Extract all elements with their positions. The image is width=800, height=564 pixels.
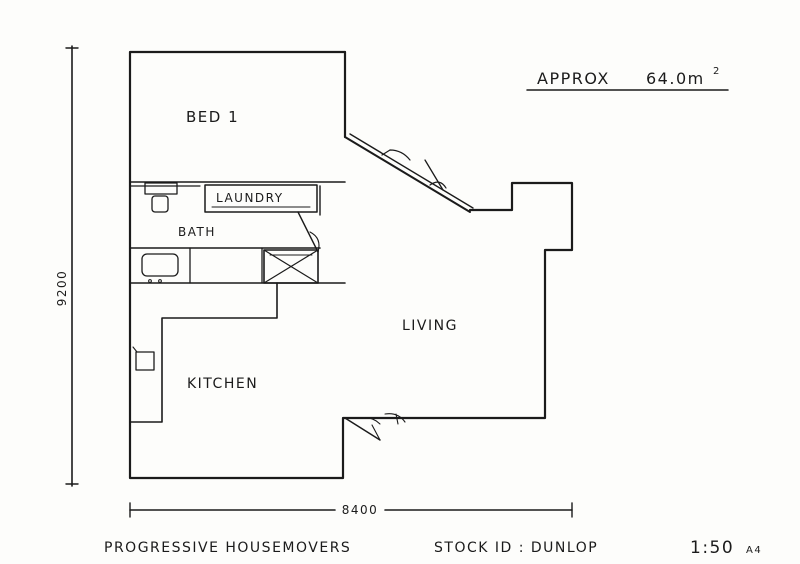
toilet-cistern bbox=[144, 182, 178, 195]
entry-door-leaf bbox=[344, 417, 381, 441]
diagonal-door-leaf-1 bbox=[424, 159, 444, 191]
basin-tap-2 bbox=[158, 279, 162, 283]
footer-scale: 1:50 bbox=[690, 538, 734, 558]
entry-door-jamb bbox=[371, 424, 381, 441]
area-value: 64.0m bbox=[646, 69, 705, 88]
basin bbox=[141, 253, 179, 277]
bath-door-arc bbox=[309, 231, 320, 253]
kitchen-sink bbox=[135, 351, 155, 371]
diagonal-window-wall-inner bbox=[349, 133, 474, 209]
laundry-box bbox=[204, 184, 318, 213]
area-label: APPROX bbox=[537, 69, 610, 88]
footer-stock: STOCK ID : DUNLOP bbox=[434, 540, 598, 556]
room-label-kitchen: KITCHEN bbox=[187, 376, 258, 392]
height-dimension-label: 9200 bbox=[55, 270, 69, 307]
footer-paper: A4 bbox=[746, 545, 762, 556]
diagonal-door-swing-2 bbox=[429, 181, 447, 189]
kitchen-sink-drain bbox=[132, 346, 138, 353]
basin-tap-1 bbox=[148, 279, 152, 283]
shower-box bbox=[263, 249, 319, 284]
room-label-bath: BATH bbox=[178, 225, 216, 239]
width-dimension-label: 8400 bbox=[342, 503, 379, 517]
bath-door-leaf bbox=[297, 211, 319, 253]
room-label-living: LIVING bbox=[402, 318, 458, 334]
diagonal-window-wall bbox=[344, 136, 471, 213]
area-superscript: 2 bbox=[713, 66, 721, 77]
diagonal-door-swing-1 bbox=[381, 149, 411, 161]
toilet-bowl bbox=[151, 195, 169, 213]
entry-door-arc-2 bbox=[384, 413, 406, 425]
entry-door-arc-1 bbox=[359, 417, 381, 425]
room-label-laundry: LAUNDRY bbox=[216, 191, 284, 205]
kitchen-bench bbox=[129, 282, 278, 423]
outer-wall bbox=[128, 50, 574, 480]
footer-company: PROGRESSIVE HOUSEMOVERS bbox=[104, 540, 351, 556]
room-label-bed: BED 1 bbox=[186, 108, 239, 126]
